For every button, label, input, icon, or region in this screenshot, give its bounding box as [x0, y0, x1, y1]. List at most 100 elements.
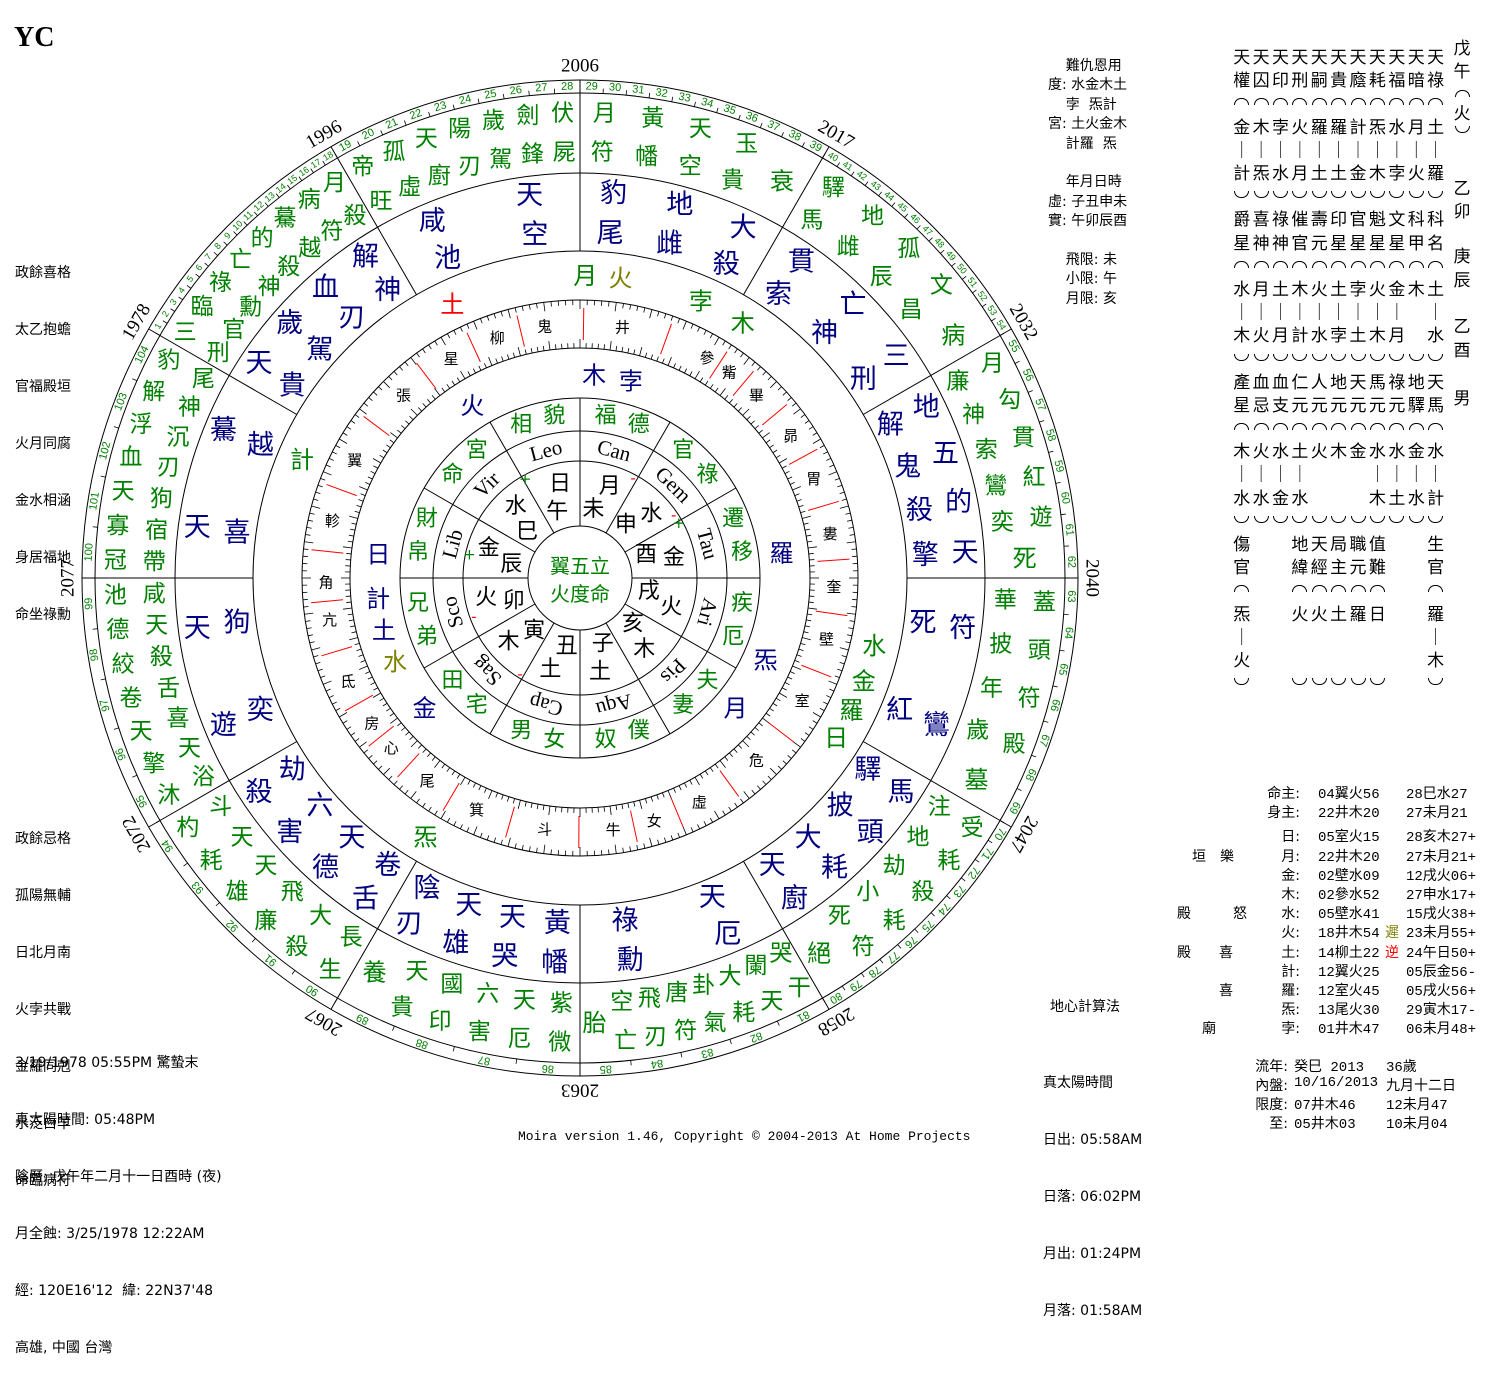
outer-star: 天 — [689, 116, 712, 142]
outer-star: 三 — [174, 319, 197, 345]
age-boundary — [1000, 821, 1011, 828]
mansion-divider — [817, 559, 849, 561]
age-tick — [1056, 482, 1061, 483]
tick-mark — [347, 427, 351, 430]
middle-star: 三 — [883, 341, 910, 372]
tick-mark — [610, 806, 611, 815]
age-tick — [381, 130, 383, 135]
tick-mark — [799, 505, 804, 507]
tick-mark — [484, 788, 486, 793]
tick-mark — [427, 399, 430, 403]
outer-star: 宿 — [145, 517, 168, 543]
middle-star: 天 — [184, 512, 211, 543]
tick-mark — [782, 466, 786, 468]
tick-mark — [537, 303, 538, 308]
middle-star: 天 — [699, 882, 726, 913]
tick-mark — [640, 347, 642, 356]
age-tick — [694, 102, 695, 107]
branch-label: 申 — [615, 513, 637, 538]
palace-label: 遷 — [722, 507, 744, 532]
middle-star: 陰 — [413, 873, 440, 904]
tick-mark — [679, 786, 681, 791]
tick-mark — [518, 800, 520, 809]
tick-mark — [651, 355, 653, 360]
tick-mark — [799, 649, 804, 651]
outer-star: 卦 — [692, 973, 715, 999]
outer-planet-2: 孛 — [689, 287, 713, 315]
age-tick — [503, 94, 504, 99]
outer-star: 劫 — [883, 853, 906, 879]
coordinates: 經: 120E16'12 緯: 22N37'48 — [15, 1282, 222, 1301]
year-label: 2040 — [1082, 559, 1103, 597]
outer-star: 狗 — [150, 486, 173, 512]
tick-mark — [801, 511, 806, 512]
polarity-mark: - — [471, 608, 476, 626]
tick-mark — [555, 807, 556, 812]
age-tick — [179, 297, 183, 300]
age-tick — [1015, 361, 1019, 363]
age-number: 28 — [561, 81, 574, 93]
outer-star: 月 — [323, 170, 346, 196]
tick-mark — [454, 330, 456, 334]
palace-label: 僕 — [628, 719, 650, 744]
tick-mark — [452, 771, 455, 775]
tick-mark — [308, 520, 313, 521]
outer-star: 披 — [989, 632, 1012, 658]
age-tick — [292, 970, 295, 974]
age-tick — [171, 309, 175, 312]
age-tick — [224, 242, 228, 245]
outer-star: 伏 — [551, 100, 574, 126]
tick-mark — [452, 381, 455, 385]
age-number: 64 — [1062, 626, 1075, 640]
outer-star: 大 — [719, 964, 742, 990]
middle-star: 刃 — [338, 302, 365, 333]
outer-star: 國 — [440, 971, 463, 997]
outer-star: 索 — [975, 437, 998, 463]
age-tick — [516, 1059, 517, 1064]
outer-star: 歲 — [482, 108, 505, 134]
age-tick — [760, 123, 762, 128]
age-tick — [252, 938, 255, 942]
age-number: 81 — [795, 1008, 811, 1024]
mansion-divider — [327, 485, 357, 496]
tick-mark — [650, 309, 652, 318]
tick-mark — [763, 371, 766, 375]
palace-label: 宅 — [466, 693, 488, 718]
middle-star: 鸞 — [923, 710, 950, 741]
tick-mark — [848, 527, 853, 528]
age-number: 74 — [935, 900, 952, 917]
age-tick — [717, 108, 718, 113]
age-tick — [947, 896, 951, 899]
tick-mark — [805, 421, 809, 424]
tick-mark — [740, 353, 743, 357]
middle-star: 天 — [455, 890, 482, 921]
outer-star: 耗 — [732, 1000, 755, 1026]
age-number: 62 — [1065, 556, 1077, 569]
branch-ruler: 土 — [589, 659, 611, 684]
tick-mark — [373, 466, 377, 468]
tick-mark — [460, 327, 462, 332]
tick-mark — [351, 523, 356, 524]
mansion-19: 氐 — [340, 672, 355, 690]
mansion-13: 牛 — [606, 821, 621, 839]
tick-mark — [664, 838, 666, 843]
outer-star: 月 — [981, 350, 1004, 376]
tick-mark — [674, 788, 676, 793]
mansion-6: 婁 — [823, 525, 838, 543]
tick-mark — [417, 353, 420, 357]
tick-mark — [399, 367, 402, 371]
age-number: 37 — [765, 118, 781, 134]
tick-mark — [405, 362, 408, 366]
tick-mark — [770, 445, 774, 448]
age-tick — [404, 121, 406, 126]
age-number: 95 — [134, 793, 150, 809]
branch-label: 午 — [546, 499, 568, 524]
middle-star: 解 — [352, 242, 379, 273]
tick-mark — [307, 527, 312, 528]
tick-mark — [847, 520, 852, 521]
tick-mark — [826, 458, 831, 460]
tick-mark — [679, 366, 681, 371]
age-number: 84 — [650, 1057, 664, 1071]
outer-star: 華 — [994, 587, 1017, 613]
mansion-7: 奎 — [826, 578, 841, 596]
